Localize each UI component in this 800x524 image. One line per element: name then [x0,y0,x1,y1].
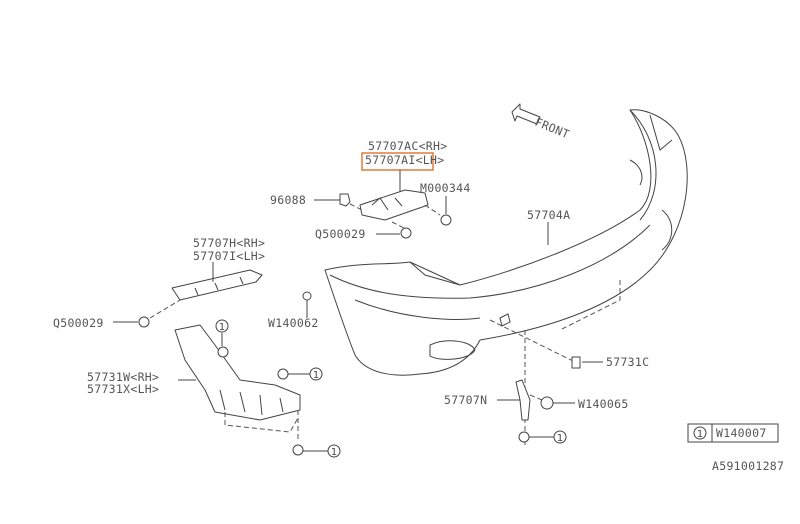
diagram-id: A591001287 [712,459,784,473]
reference-marker [309,367,323,381]
reference-marker-label: 1 [219,322,225,333]
legend-marker: 1 [697,429,703,440]
reference-marker-label: 1 [331,447,337,458]
callout-57731x: 57731X<LH> [87,382,159,396]
callout-57707i: 57707I<LH> [193,249,265,263]
center-bracket-part [359,189,429,221]
callout-q500029-center: Q500029 [315,227,366,241]
front-arrow-icon [511,103,541,125]
callout-57704a: 57704A [527,208,570,222]
mudguard-part [174,324,301,421]
reference-marker [553,430,567,444]
legend-box: 1 W140007 [687,423,779,443]
callout-57707ac: 57707AC<RH> [368,139,447,153]
legend-part: W140007 [716,426,767,440]
bolt-icon [138,316,150,328]
callout-57707h: 57707H<RH> [193,236,265,250]
clip-icon [339,193,351,207]
callout-m000344: M000344 [420,181,471,195]
callout-w140062: W140062 [268,316,319,330]
clip-icon [302,291,312,301]
clip-icon [217,346,229,358]
reference-marker [215,319,229,333]
clip-icon [292,444,304,456]
front-label: FRONT [533,115,572,142]
bumper-face-part [324,109,688,376]
screw-icon [440,214,452,226]
callout-57731c: 57731C [606,355,649,369]
callout-57707n: 57707N [444,393,487,407]
reference-marker-label: 1 [313,370,319,381]
callout-96088: 96088 [270,193,306,207]
clip-57731c-icon [571,356,581,369]
clip-icon [277,368,289,380]
callout-57731w: 57731W<RH> [87,370,159,384]
bolt-icon [400,227,412,239]
clip-icon [540,396,554,410]
callout-w140065: W140065 [578,397,629,411]
reference-marker [327,444,341,458]
side-bracket-part [171,269,263,301]
highlight-box [361,152,434,171]
callout-57707ai: 57707AI<LH> [365,153,444,167]
reference-marker-label: 1 [557,433,563,444]
callout-q500029-left: Q500029 [53,316,104,330]
clip-icon [518,431,530,443]
